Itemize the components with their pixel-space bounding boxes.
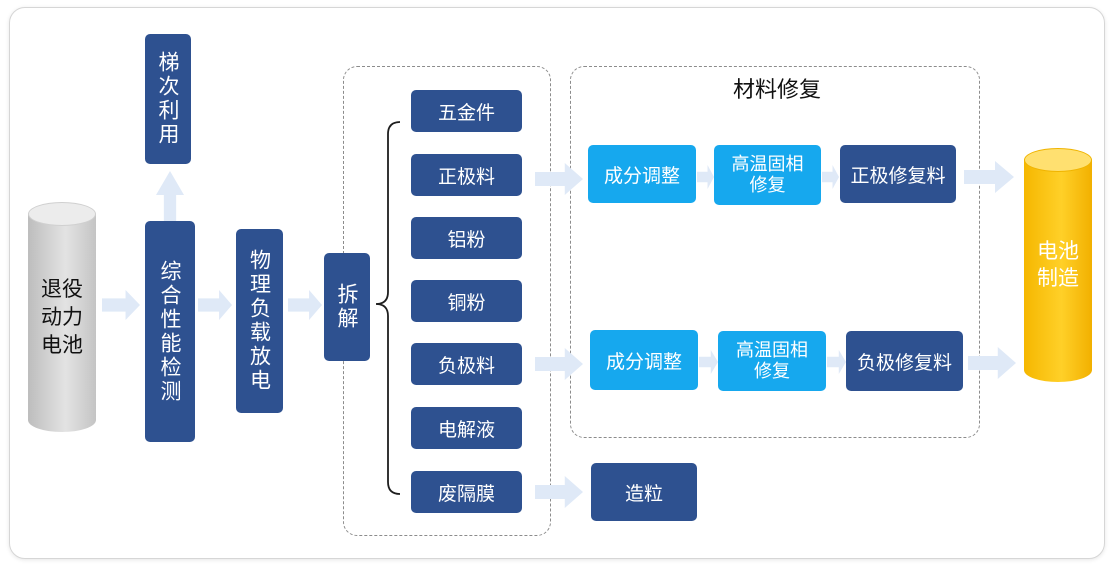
component-label: 铜粉: [447, 291, 486, 314]
material-repair-group: [570, 66, 980, 438]
cascade-use-label: 梯次利用: [156, 51, 180, 147]
cathode-repaired-label: 正极修复料: [850, 164, 946, 187]
component-box: 废隔膜: [411, 471, 522, 513]
anode-repaired-box: 负极修复料: [846, 331, 963, 391]
component-box: 铜粉: [411, 280, 522, 322]
retired-battery-cylinder: 退役 动力 电池: [28, 202, 96, 432]
cathode-sintering-box: 高温固相 修复: [714, 145, 821, 205]
anode-sintering-box: 高温固相 修复: [718, 331, 826, 391]
anode-sintering-label: 高温固相 修复: [736, 340, 808, 382]
component-box: 五金件: [411, 90, 522, 132]
component-box: 负极料: [411, 343, 522, 385]
discharge-box: 物理负载放电: [236, 229, 283, 413]
component-label: 五金件: [437, 101, 495, 124]
granulation-label: 造粒: [624, 482, 663, 505]
anode-composition-label: 成分调整: [605, 350, 682, 373]
discharge-label: 物理负载放电: [247, 249, 272, 393]
anode-composition-box: 成分调整: [590, 330, 698, 390]
disassembly-box: 拆解: [324, 253, 370, 361]
component-box: 电解液: [411, 407, 522, 449]
component-box: 铝粉: [411, 217, 522, 259]
component-box: 正极料: [411, 154, 522, 196]
performance-test-label: 综合性能检测: [158, 259, 182, 404]
disassembly-label: 拆解: [335, 283, 359, 331]
cathode-repaired-box: 正极修复料: [840, 145, 956, 203]
granulation-box: 造粒: [591, 463, 697, 521]
retired-battery-label: 退役 动力 电池: [41, 277, 83, 357]
cascade-use-box: 梯次利用: [145, 34, 191, 164]
component-label: 负极料: [437, 354, 495, 377]
component-label: 废隔膜: [437, 482, 495, 505]
cathode-composition-label: 成分调整: [603, 164, 680, 187]
battery-manufacturing-label: 电池 制造: [1037, 239, 1079, 290]
brace-icon: [375, 121, 401, 495]
component-label: 铝粉: [447, 228, 486, 251]
performance-test-box: 综合性能检测: [145, 221, 195, 442]
component-label: 正极料: [437, 165, 495, 188]
cathode-sintering-label: 高温固相 修复: [731, 154, 804, 196]
battery-manufacturing-cylinder: 电池 制造: [1024, 148, 1092, 382]
component-label: 电解液: [437, 418, 495, 441]
material-repair-title: 材料修复: [718, 70, 836, 106]
anode-repaired-label: 负极修复料: [856, 351, 952, 374]
cathode-composition-box: 成分调整: [588, 145, 696, 203]
